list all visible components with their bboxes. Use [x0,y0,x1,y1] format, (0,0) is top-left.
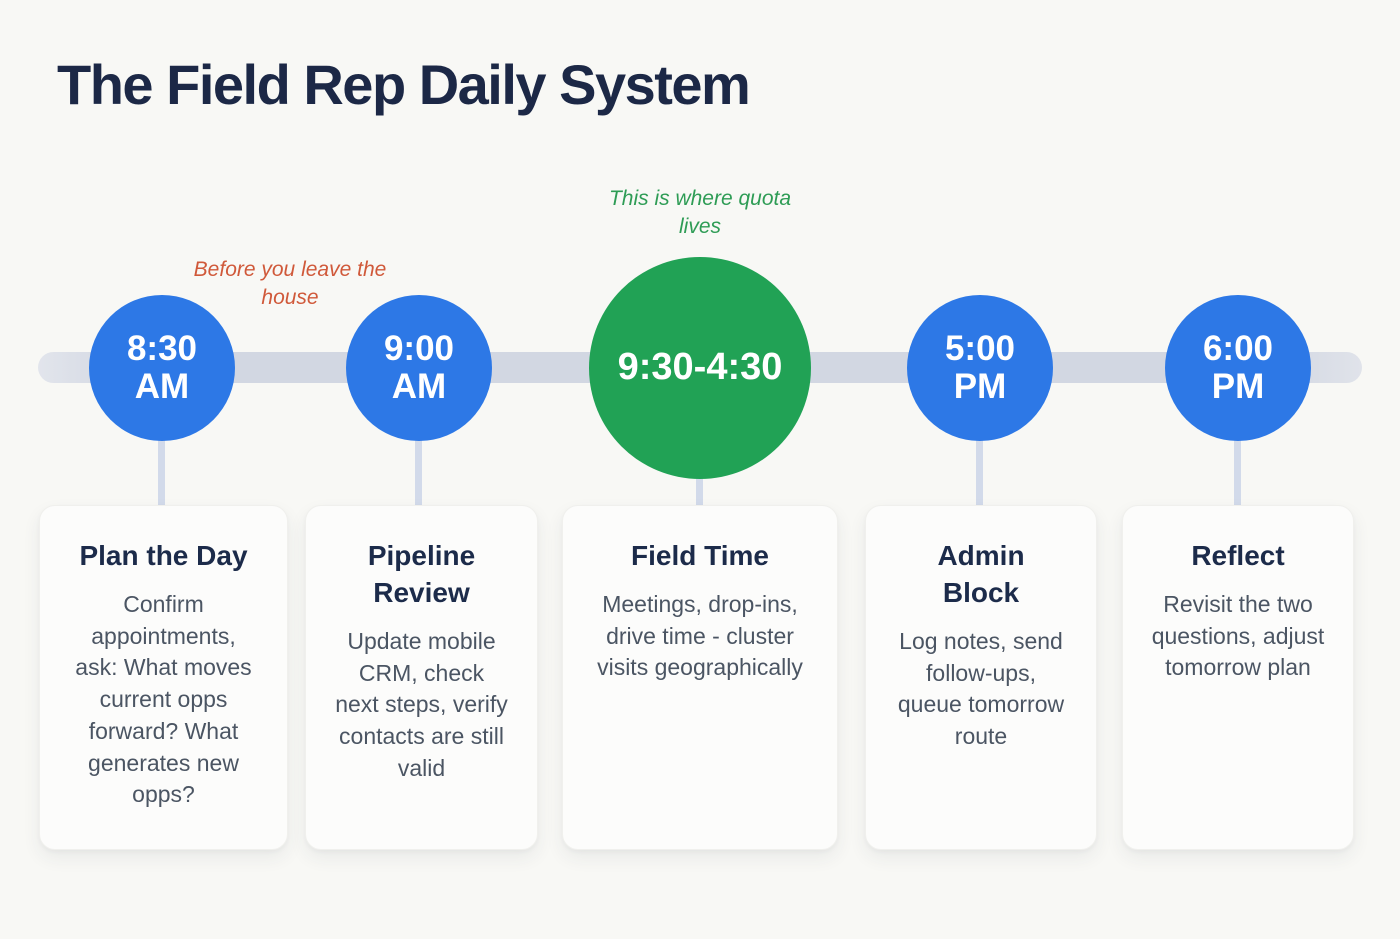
timeline-node-500pm: 5:00 PM [907,295,1053,441]
timeline-connector-3 [696,455,703,506]
card-title: Field Time [631,540,769,571]
timeline-node-900am: 9:00 AM [346,295,492,441]
card-body: Log notes, send follow-ups, queue tomorr… [897,627,1065,750]
node-time-line: 8:30 [126,328,198,368]
node-time-line: AM [391,367,447,406]
annotation-quota-lives: This is where quota lives [608,187,792,238]
timeline-node-600pm: 6:00 PM [1165,295,1311,441]
timeline-connector-1 [158,420,165,506]
card-plan-the-day: Plan the Day Confirm appointments, ask: … [39,505,288,850]
timeline-connector-4 [976,420,983,506]
card-body: Update mobile CRM, check next steps, ver… [335,627,508,781]
card-reflect: Reflect Revisit the two questions, adjus… [1122,505,1354,850]
node-time-line: 9:00 [383,328,455,368]
card-title: Reflect [1191,540,1285,571]
card-title: Pipeline Review [367,540,476,608]
card-body: Confirm appointments, ask: What moves cu… [75,590,252,808]
node-time-line: 6:00 [1202,328,1274,368]
timeline-node-830am: 8:30 AM [89,295,235,441]
annotation-before-you-leave: Before you leave the house [193,258,387,309]
node-time-line: PM [1211,367,1265,406]
card-pipeline-review: Pipeline Review Update mobile CRM, check… [305,505,538,850]
timeline-connector-5 [1234,420,1241,506]
page-title: The Field Rep Daily System [57,53,751,116]
node-time-line: AM [134,367,190,406]
node-time-line: PM [953,367,1007,406]
timeline-node-field-time: 9:30-4:30 [589,257,811,479]
node-time-line: 5:00 [944,328,1016,368]
card-title: Admin Block [937,540,1025,608]
node-time-line: 9:30-4:30 [617,346,783,389]
card-admin-block: Admin Block Log notes, send follow-ups, … [865,505,1097,850]
card-body: Meetings, drop-ins, drive time - cluster… [597,590,803,681]
card-title: Plan the Day [79,540,248,571]
timeline-connector-2 [415,420,422,506]
card-body: Revisit the two questions, adjust tomorr… [1151,590,1325,681]
card-field-time: Field Time Meetings, drop-ins, drive tim… [562,505,838,850]
